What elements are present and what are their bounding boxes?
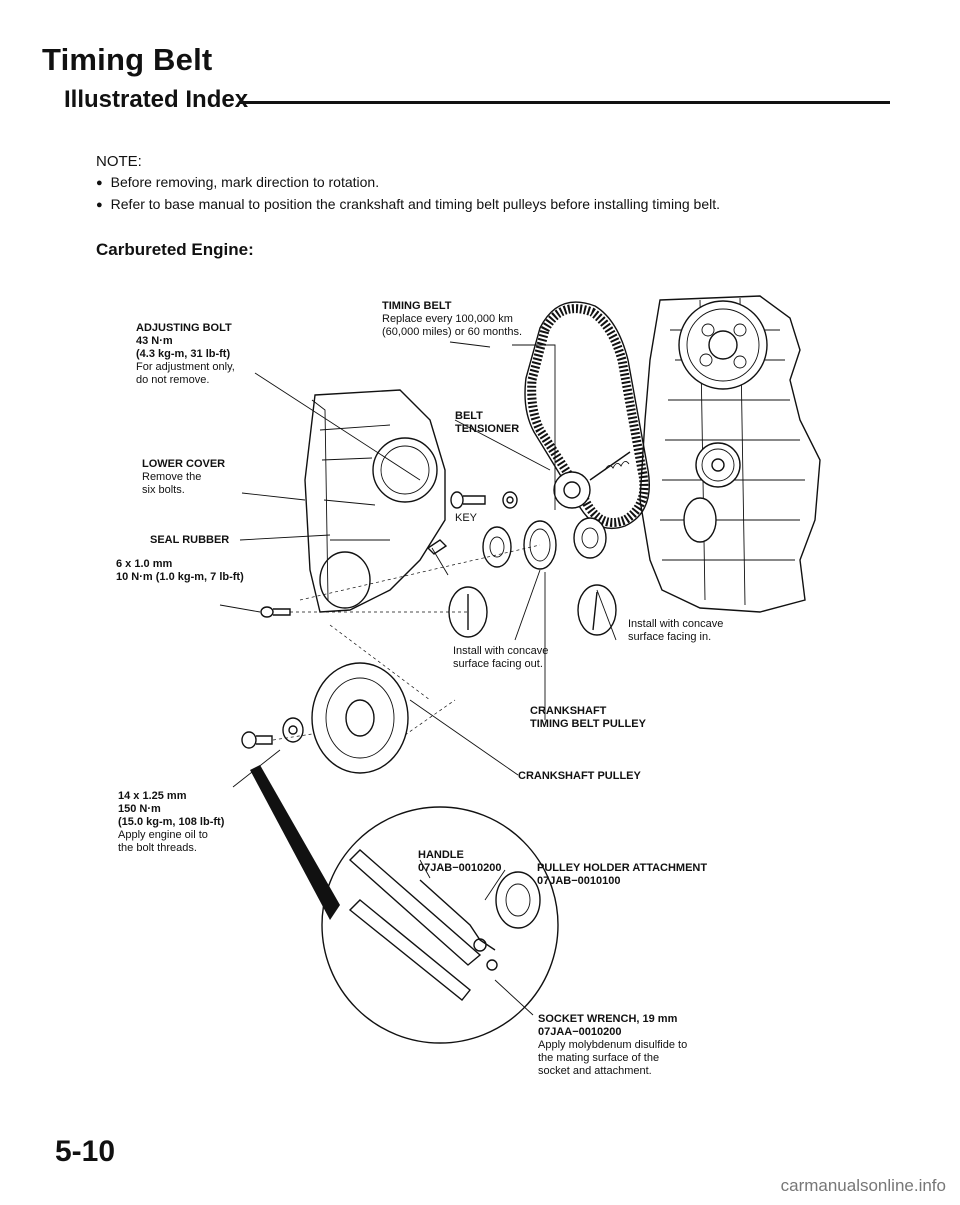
detail-wedge — [250, 765, 340, 920]
label-washer-right: Install with concave surface facing in. — [628, 618, 724, 643]
label-key: KEY — [455, 512, 478, 524]
leader-lines — [219, 341, 617, 1016]
label-lower-cover: LOWER COVER Remove the six bolts. — [142, 458, 226, 496]
belt-tensioner — [553, 451, 631, 509]
key-part — [426, 539, 448, 555]
seal-rubber-part — [311, 399, 329, 601]
label-washer-left: Install with concave surface facing out. — [453, 645, 549, 670]
label-bolt-6mm: 6 x 1.0 mm 10 N·m (1.0 kg-m, 7 lb-ft) — [116, 558, 244, 583]
section-title: Carbureted Engine: — [96, 240, 254, 259]
timing-belt — [524, 301, 650, 530]
label-timing-belt: TIMING BELT Replace every 100,000 km (60… — [382, 300, 523, 338]
tool-detail-circle — [321, 806, 559, 1044]
page-subtitle: Illustrated Index — [64, 86, 249, 113]
note-item: Before removing, mark direction to rotat… — [96, 172, 720, 194]
note-item: Refer to base manual to position the cra… — [96, 194, 720, 216]
crankshaft-nose — [683, 497, 717, 543]
lower-cover — [304, 389, 446, 613]
label-belt-tensioner: BELT TENSIONER — [455, 410, 520, 435]
label-crank-timing-belt-pulley: CRANKSHAFT TIMING BELT PULLEY — [530, 705, 646, 730]
water-pump-gear — [695, 442, 741, 488]
label-seal-rubber: SEAL RUBBER — [150, 534, 230, 546]
washers — [448, 517, 617, 638]
label-socket-wrench: SOCKET WRENCH, 19 mm 07JAA−0010200 Apply… — [538, 1013, 688, 1077]
crankshaft-pulley-part — [311, 662, 409, 774]
camshaft-pulley — [678, 300, 768, 390]
page-title: Timing Belt — [42, 42, 213, 77]
label-adjusting-bolt: ADJUSTING BOLT 43 N·m (4.3 kg-m, 31 lb-f… — [136, 322, 235, 386]
note-heading: NOTE: — [96, 153, 142, 170]
page-number: 5-10 — [55, 1135, 116, 1168]
label-handle: HANDLE 07JAB−0010200 — [418, 849, 502, 874]
watermark: carmanualsonline.info — [780, 1176, 946, 1195]
note-list: Before removing, mark direction to rotat… — [96, 172, 720, 216]
header-rule — [240, 101, 890, 104]
label-pulley-holder: PULLEY HOLDER ATTACHMENT 07JAB−0010100 — [537, 862, 708, 887]
bolt-6mm-part — [260, 606, 291, 618]
label-crankshaft-pulley: CRANKSHAFT PULLEY — [518, 770, 641, 782]
label-bolt-14mm: 14 x 1.25 mm 150 N·m (15.0 kg-m, 108 lb-… — [118, 790, 225, 854]
adjusting-bolt-part — [450, 491, 518, 509]
bolt-14mm-part — [241, 717, 304, 749]
